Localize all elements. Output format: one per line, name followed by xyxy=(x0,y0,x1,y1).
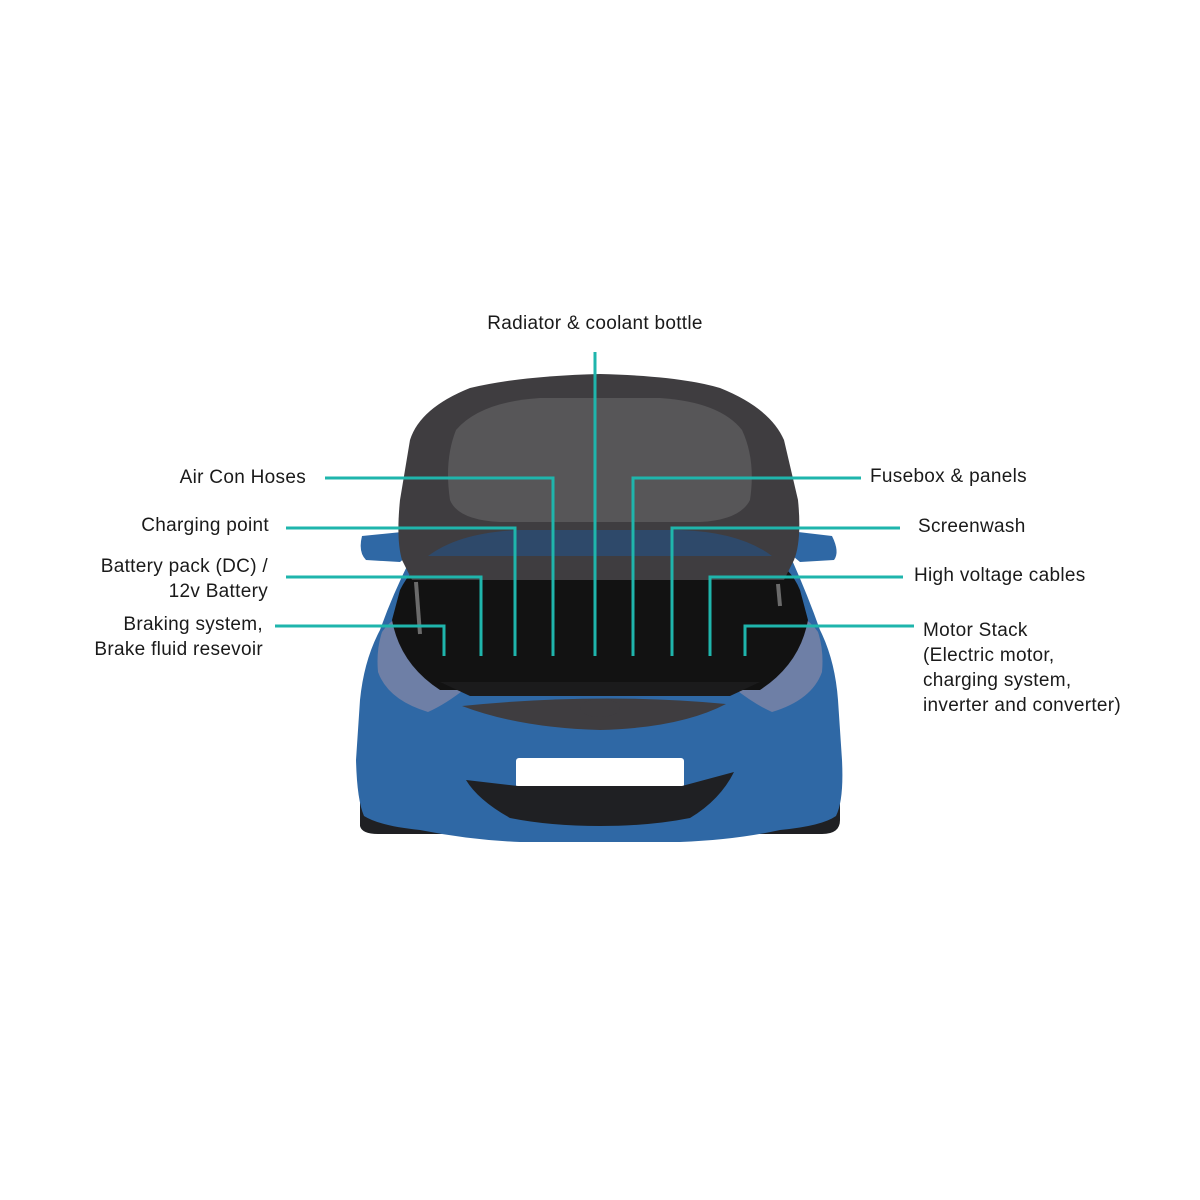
screenwash-label: Screenwash xyxy=(918,514,1026,539)
aircon-callout-line xyxy=(325,476,555,656)
braking-label-line-1: Braking system, xyxy=(123,614,263,635)
battery-label-line-2: 12v Battery xyxy=(168,581,268,602)
screenwash-callout-line xyxy=(670,526,900,656)
radiator-label-line-1: Radiator & coolant bottle xyxy=(487,313,703,334)
hv-cables-label-line-1: High voltage cables xyxy=(914,565,1086,586)
motor-label-line-1: Motor Stack xyxy=(923,620,1028,641)
braking-label-line-2: Brake fluid resevoir xyxy=(94,639,263,660)
screenwash-label-line-1: Screenwash xyxy=(918,516,1026,537)
number-plate xyxy=(516,758,684,788)
badge xyxy=(580,699,620,717)
callout-lines xyxy=(275,352,914,656)
bonnet-lip xyxy=(440,682,760,696)
battery-callout-line xyxy=(286,575,483,656)
hv-cables-label: High voltage cables xyxy=(914,563,1086,588)
fusebox-label-line-1: Fusebox & panels xyxy=(870,466,1027,487)
braking-callout-line xyxy=(275,624,446,656)
motor-label-line-3: charging system, xyxy=(923,670,1072,691)
motor-callout-line xyxy=(743,624,914,656)
battery-label-line-1: Battery pack (DC) / xyxy=(100,556,268,577)
charging-label-line-1: Charging point xyxy=(141,515,269,536)
hood-inner-panel xyxy=(448,398,752,522)
motor-label-line-2: (Electric motor, xyxy=(923,645,1055,666)
right-mirror xyxy=(788,532,837,562)
charging-callout-line xyxy=(286,526,517,656)
right-hood-strut xyxy=(776,583,782,607)
battery-label: Battery pack (DC) / 12v Battery xyxy=(101,554,268,604)
motor-label-line-4: inverter and converter) xyxy=(923,695,1122,716)
lower-grille xyxy=(466,772,734,826)
motor-label: Motor Stack (Electric motor, charging sy… xyxy=(923,618,1121,718)
engine-bay xyxy=(392,560,808,690)
hv-cables-callout-line xyxy=(708,575,903,656)
braking-label: Braking system, Brake fluid resevoir xyxy=(94,612,263,662)
aircon-label-line-1: Air Con Hoses xyxy=(179,467,306,488)
charging-label: Charging point xyxy=(141,513,269,538)
fusebox-label: Fusebox & panels xyxy=(870,464,1027,489)
radiator-label: Radiator & coolant bottle xyxy=(440,311,750,336)
fusebox-callout-line xyxy=(631,476,861,656)
aircon-label: Air Con Hoses xyxy=(180,465,306,490)
